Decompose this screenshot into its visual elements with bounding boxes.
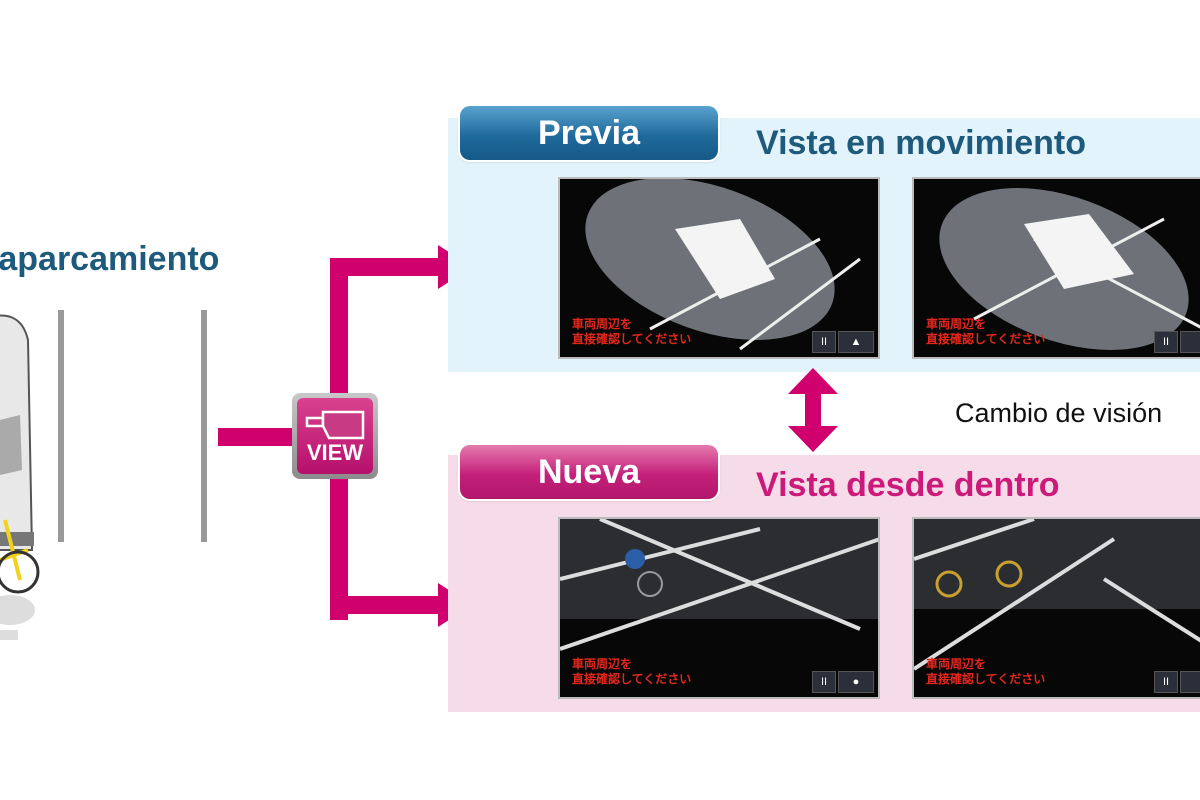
view-button[interactable]: VIEW [292,393,378,479]
connector-arrows [218,245,472,627]
camera-screen-nueva-2: 車両周辺を直接確認してください II [912,517,1200,699]
bird-eye-view-image [585,179,861,351]
warning-text: 車両周辺を [926,317,987,331]
warning-text: 直接確認してください [926,332,1046,346]
left-title: e aparcamiento [0,240,220,278]
switch-label: Cambio de visión [955,398,1163,428]
warning-text: 車両周辺を [572,317,633,331]
interior-view-image [560,519,878,651]
previa-heading: Vista en movimiento [756,124,1087,162]
camera-screen-nueva-1: 車両周辺を直接確認してください II● [558,517,880,699]
pause-button[interactable]: II [812,671,836,693]
camera-screen-previa-2: 車両周辺を直接確認してください II [912,177,1200,359]
view-toggle-icon[interactable] [1180,331,1200,353]
tab-nueva: Nueva [460,445,718,499]
warning-text: 車両周辺を [926,657,987,671]
interior-view-image [914,519,1200,671]
warning-text: 直接確認してください [572,672,692,686]
warning-text: 直接確認してください [572,332,692,346]
nueva-heading: Vista desde dentro [756,466,1060,504]
warning-text: 車両周辺を [572,657,633,671]
car-view-icon[interactable]: ● [838,671,874,693]
switch-double-arrow [788,368,838,452]
tab-previa: Previa [460,106,718,160]
view-toggle-icon[interactable]: ▲ [838,331,874,353]
pause-button[interactable]: II [812,331,836,353]
camera-screen-previa-1: 車両周辺を直接確認してください II▲ [558,177,880,359]
view-label: VIEW [306,440,364,465]
bird-eye-view-image [939,188,1200,350]
car-view-icon[interactable] [1180,671,1200,693]
pause-button[interactable]: II [1154,671,1178,693]
car-parking-illustration [0,310,207,640]
camera-view-icon [305,410,365,440]
warning-text: 直接確認してください [926,672,1046,686]
pause-button[interactable]: II [1154,331,1178,353]
